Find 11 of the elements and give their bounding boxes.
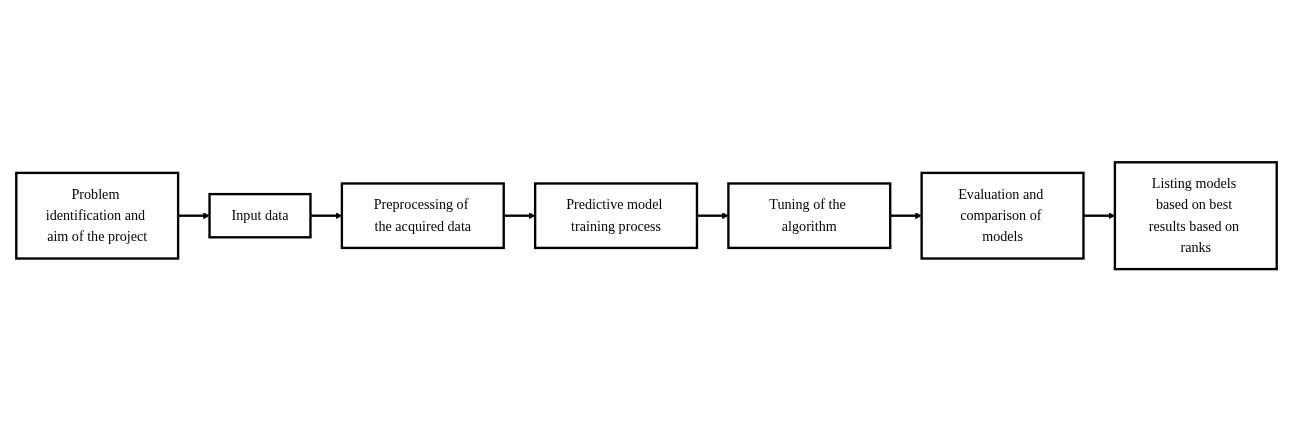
node-box: Preprocessing of the acquired data <box>340 182 505 250</box>
arrow <box>696 212 729 220</box>
node-box: Listing models based on best results based on ranks <box>1113 161 1278 271</box>
node-box: Problem identification and aim of the project <box>15 172 180 260</box>
arrow <box>178 212 210 220</box>
node-box: Tuning of the algorithm <box>727 182 892 250</box>
arrow <box>890 212 922 220</box>
arrow <box>503 212 536 220</box>
node-box: Input data <box>208 193 312 239</box>
node-box: Predictive model training process <box>533 182 699 250</box>
node-box: Evaluation and comparison of models <box>920 172 1085 260</box>
